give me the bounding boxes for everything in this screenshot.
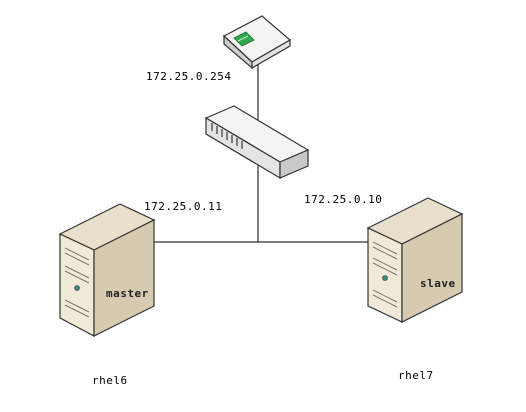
- master-host-label: rhel6: [92, 374, 128, 387]
- slave-server-label: slave: [420, 277, 456, 290]
- slave-host-label: rhel7: [398, 369, 434, 382]
- master-server-label: master: [106, 287, 149, 300]
- switch-icon: [204, 105, 310, 180]
- slave-ip-label: 172.25.0.10: [304, 193, 383, 206]
- master-server-icon: [58, 203, 156, 337]
- slave-server-icon: [366, 197, 464, 323]
- router-icon: [222, 15, 292, 70]
- gateway-ip-label: 172.25.0.254: [146, 70, 232, 83]
- master-ip-label: 172.25.0.11: [144, 200, 223, 213]
